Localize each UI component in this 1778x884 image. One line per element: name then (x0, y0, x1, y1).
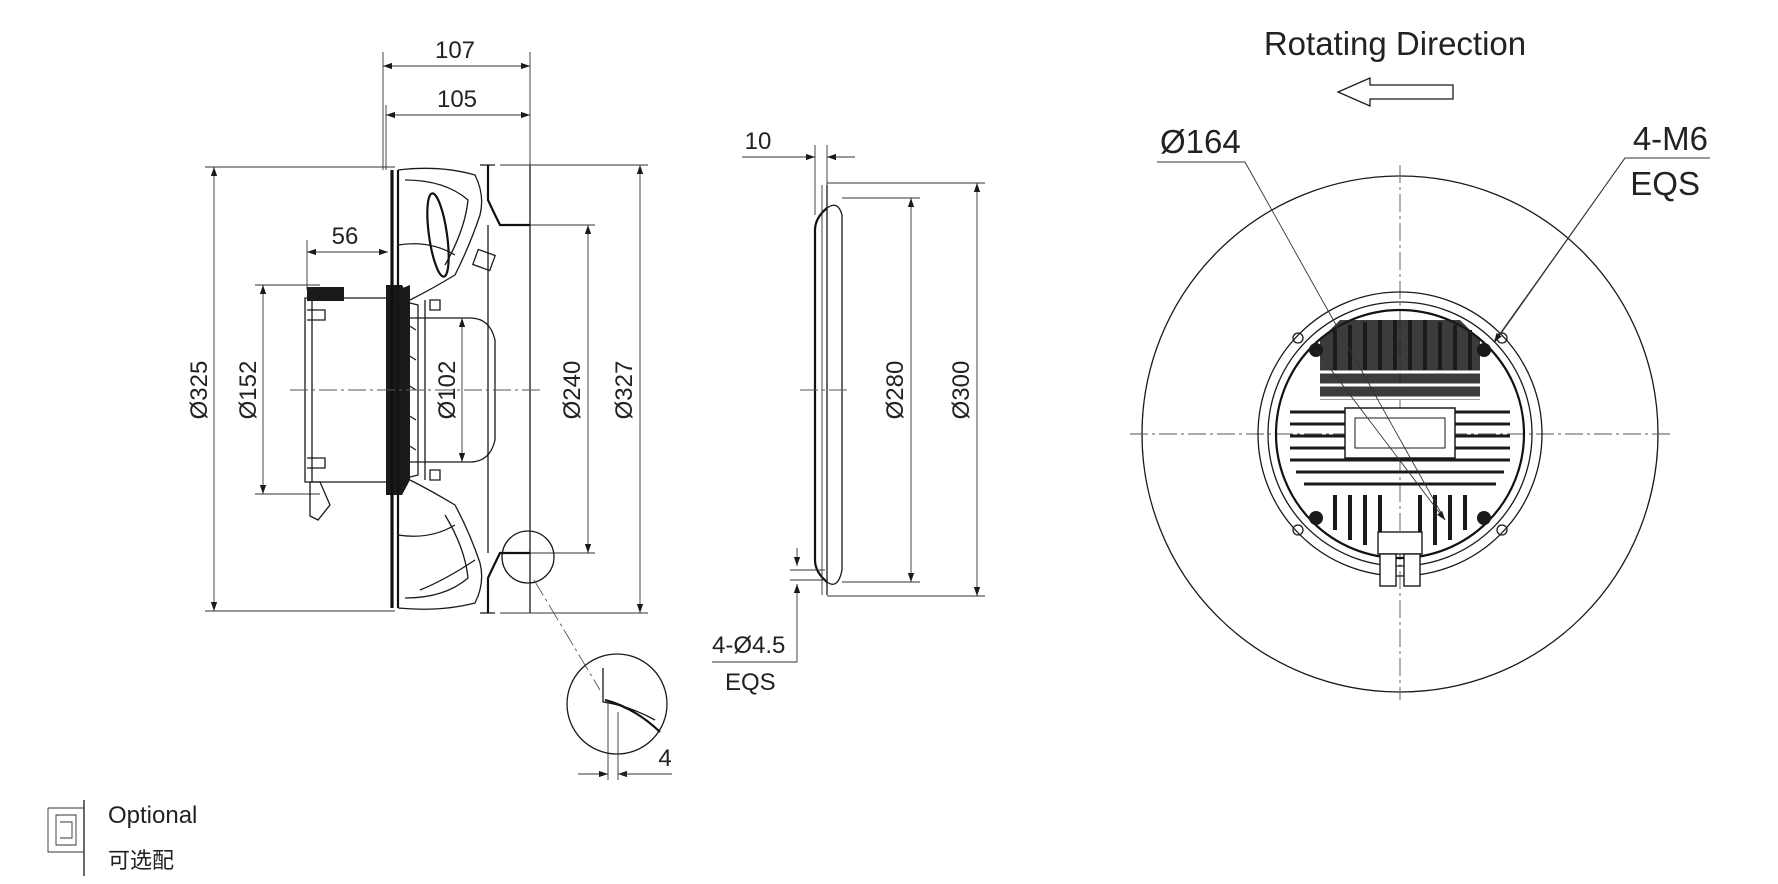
optional-label-en: Optional (108, 802, 197, 829)
dim-motor-offset: 56 (332, 223, 359, 250)
rotation-label: Rotating Direction (1264, 25, 1526, 62)
thread-callout-line2: EQS (1630, 165, 1700, 202)
dim-bolt-circle: Ø164 (1160, 123, 1241, 160)
dim-ring-thickness: 10 (745, 128, 772, 155)
motor-fins (1290, 320, 1510, 548)
cable-connector (1377, 531, 1423, 587)
dim-inner-diameter: Ø280 (882, 361, 909, 420)
rotation-arrow-icon (1336, 77, 1454, 107)
dim-impeller-width: 105 (437, 86, 477, 113)
dim-inlet-diameter: Ø240 (559, 361, 586, 420)
mounting-screws (1292, 332, 1508, 536)
thread-callout-line1: 4-M6 (1633, 120, 1708, 157)
ring-view: 10 Ø280 Ø300 4-Ø4.5 EQS (712, 128, 985, 696)
hole-callout-line2: EQS (725, 669, 776, 696)
front-view: Rotating Direction (1130, 25, 1710, 700)
dim-outer-diameter: Ø325 (186, 361, 213, 420)
dim-overall-width: 107 (435, 37, 475, 64)
dim-outlet-diameter: Ø327 (611, 361, 638, 420)
dim-detail-gap: 4 (658, 745, 671, 772)
dim-outer-diameter-ring: Ø300 (948, 361, 975, 420)
hole-callout-line1: 4-Ø4.5 (712, 632, 785, 659)
optional-symbol-icon (47, 800, 85, 876)
optional-label-cn: 可选配 (108, 849, 174, 874)
side-view: 107 105 Ø325 Ø152 56 (186, 37, 672, 780)
legend: Optional 可选配 (47, 800, 197, 876)
dim-motor-diameter: Ø152 (235, 361, 262, 420)
